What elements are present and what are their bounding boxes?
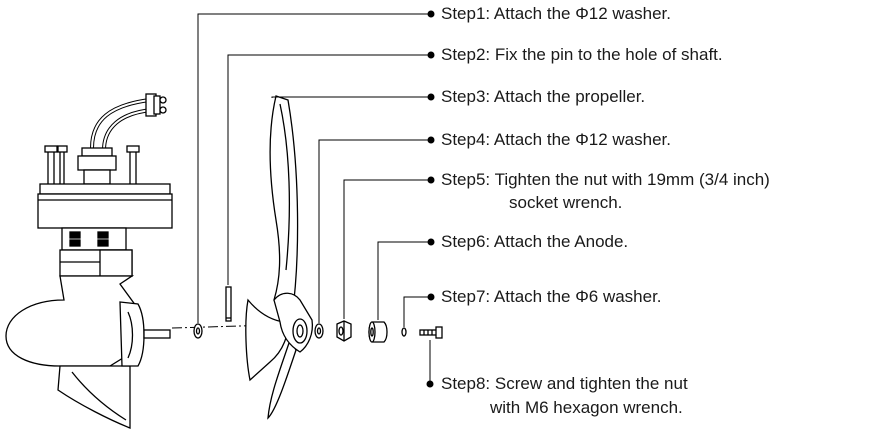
leader-step7 (403, 296, 430, 327)
leader-step5 (343, 179, 430, 319)
leader-dots (426, 10, 435, 388)
step2-label: Step2: Fix the pin to the hole of shaft. (441, 45, 723, 64)
step8-label-line2: with M6 hexagon wrench. (490, 398, 683, 417)
leader-step2 (227, 54, 430, 285)
step5-label: Step5: Tighten the nut with 19mm (3/4 in… (441, 170, 770, 189)
leader-step1 (197, 13, 430, 323)
step4-label: Step4: Attach the Φ12 washer. (441, 130, 671, 149)
dot-step2 (427, 51, 435, 59)
dot-step7 (427, 293, 435, 301)
step7-label: Step7: Attach the Φ6 washer. (441, 287, 662, 306)
washer-6 (401, 327, 407, 337)
dot-step3 (427, 93, 435, 101)
step1-label: Step1: Attach the Φ12 washer. (441, 4, 671, 23)
leader-step6 (377, 241, 430, 320)
anode (368, 321, 388, 343)
shaft-pin (225, 286, 232, 322)
step6-label: Step6: Attach the Anode. (441, 232, 629, 251)
washer-12-a (193, 323, 203, 339)
leader-lines (197, 13, 431, 382)
step8-label: Step8: Screw and tighten the nut (441, 374, 688, 393)
dot-step5 (427, 176, 435, 184)
propeller (245, 95, 314, 420)
dot-step4 (427, 136, 435, 144)
m6-screw (419, 326, 443, 339)
leader-step4 (318, 139, 430, 323)
step5-label-line2: socket wrench. (509, 193, 623, 212)
washer-12-b (314, 323, 324, 339)
nut-19mm (336, 320, 352, 342)
step3-label: Step3: Attach the propeller. (441, 87, 646, 106)
dot-step8 (426, 380, 434, 388)
motor-unit (5, 93, 173, 429)
dot-step6 (427, 238, 435, 246)
dot-step1 (427, 10, 435, 18)
leader-step3 (271, 96, 430, 98)
